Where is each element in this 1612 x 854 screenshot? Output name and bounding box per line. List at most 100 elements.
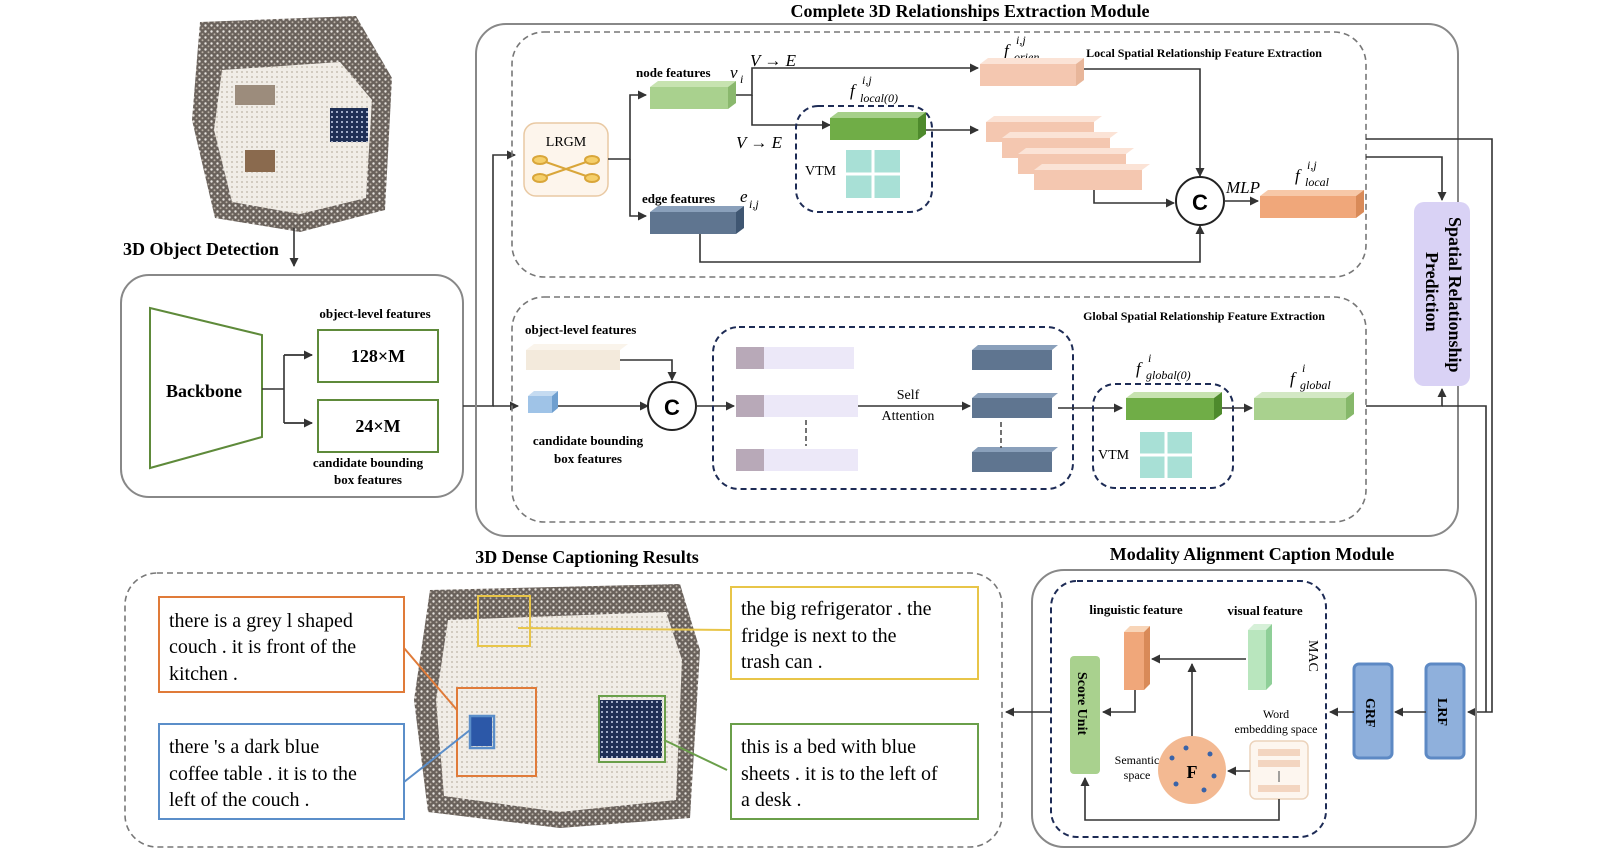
input-point-cloud xyxy=(192,16,392,232)
score-unit-label: Score Unit xyxy=(1074,672,1089,735)
couch-caption-line1: there is a grey l shaped xyxy=(169,610,353,632)
lrf-label: LRF xyxy=(1434,698,1449,726)
word-embedding-vectors xyxy=(1258,749,1300,792)
global-vtm-feature-block xyxy=(1126,392,1222,420)
visual-feature-block xyxy=(1248,624,1272,690)
table-bbox xyxy=(468,714,496,750)
global-object-level-label: object-level features xyxy=(525,322,636,337)
fridge-caption-line1: the big refrigerator . the xyxy=(741,598,932,620)
global-vtm-grid xyxy=(1140,432,1192,478)
backbone-label: Backbone xyxy=(166,381,242,401)
local-vtm-label: VTM xyxy=(805,164,837,179)
local-vtm-grid xyxy=(846,150,900,198)
mac-label: MAC xyxy=(1305,640,1320,672)
f-global0-sub: global(0) xyxy=(1146,368,1191,382)
f-global-sup: i xyxy=(1302,361,1305,375)
f-orien-sym: f xyxy=(1004,41,1011,60)
local-section-title: Local Spatial Relationship Feature Extra… xyxy=(1086,46,1322,60)
bed-pointer xyxy=(663,739,728,771)
semantic-label-2: space xyxy=(1124,768,1151,782)
feature-24-box xyxy=(317,399,439,453)
complete-module-box xyxy=(475,23,1459,537)
prediction-label-2: Prediction xyxy=(1422,252,1442,332)
couch-caption-line3: kitchen . xyxy=(169,663,238,685)
node-sym: v xyxy=(730,63,738,82)
edge-feature-block xyxy=(650,206,744,234)
global-output-block xyxy=(1254,392,1354,420)
linguistic-feature-label: linguistic feature xyxy=(1089,602,1183,617)
f-orien-sup: i,j xyxy=(1016,33,1026,47)
results-title: 3D Dense Captioning Results xyxy=(475,547,699,567)
f-global0-sup: i xyxy=(1148,351,1151,365)
lrf-box xyxy=(1424,662,1466,760)
bed-caption-line1: this is a bed with blue xyxy=(741,736,916,758)
bed-caption-box xyxy=(730,723,979,820)
v-to-e-mid: V → E xyxy=(736,133,783,152)
couch-caption-line2: couch . it is front of the xyxy=(169,636,356,658)
fridge-pointer xyxy=(517,627,731,631)
linguistic-feature-block xyxy=(1124,626,1150,690)
couch-caption-box xyxy=(158,596,405,693)
backbone-trapezoid xyxy=(149,306,263,470)
v-to-e-top: V → E xyxy=(750,51,797,70)
table-caption-line3: left of the couch . xyxy=(169,789,310,811)
local-vtm-frame xyxy=(795,105,933,213)
f-local-sym: f xyxy=(1295,166,1302,185)
global-concat-label: C xyxy=(664,395,680,420)
grf-label: GRF xyxy=(1362,698,1377,728)
candidate-bbox-label-2: box features xyxy=(334,472,402,487)
couch-bbox xyxy=(456,687,537,777)
f-global0-sym: f xyxy=(1136,359,1143,378)
word-embedding-label-1: Word xyxy=(1263,707,1289,721)
attention-output-blocks xyxy=(972,345,1058,472)
prediction-label-1: Spatial Relationship xyxy=(1445,217,1465,373)
mac-frame xyxy=(1050,580,1327,838)
node-sub: i xyxy=(740,72,743,86)
edge-sub: i,j xyxy=(749,197,759,211)
score-unit-box[interactable] xyxy=(1070,656,1100,774)
mac-module-title: Modality Alignment Caption Module xyxy=(1110,544,1395,564)
local-output-block xyxy=(1260,190,1364,218)
f-local-sup: i,j xyxy=(1307,158,1317,172)
bed-caption-line2: sheets . it is to the left of xyxy=(741,763,938,785)
stacked-pair-features xyxy=(986,116,1150,190)
global-candidate-label-1: candidate bounding xyxy=(533,433,644,448)
feature-128-box xyxy=(317,329,439,383)
spatial-relationship-prediction-box xyxy=(1414,202,1470,386)
semantic-points xyxy=(1169,745,1217,793)
object-level-features-label: object-level features xyxy=(319,306,430,321)
fridge-caption-box xyxy=(730,586,979,680)
f-local-sub: local xyxy=(1305,175,1330,189)
candidate-bbox-label-1: candidate bounding xyxy=(313,455,424,470)
fridge-caption-line2: fridge is next to the xyxy=(741,625,897,647)
feature-24-label: 24×M xyxy=(355,416,400,436)
query-blocks xyxy=(736,347,858,471)
graph-icon xyxy=(532,155,600,183)
edge-features-label: edge features xyxy=(642,191,715,206)
table-caption-line1: there 's a dark blue xyxy=(169,736,319,758)
semantic-label-1: Semantic xyxy=(1115,753,1160,767)
feature-128-label: 128×M xyxy=(351,346,405,366)
fridge-caption-line3: trash can . xyxy=(741,651,823,673)
detection-box xyxy=(120,274,464,498)
visual-feature-label: visual feature xyxy=(1227,603,1302,618)
self-attention-label-2: Attention xyxy=(882,409,935,424)
global-candidate-label-2: box features xyxy=(554,451,622,466)
f-label: F xyxy=(1187,762,1198,782)
local-section-box xyxy=(511,31,1367,278)
complete-module-title: Complete 3D Relationships Extraction Mod… xyxy=(791,1,1150,21)
mlp-label: MLP xyxy=(1225,178,1260,197)
self-attention-label-1: Self xyxy=(897,388,920,403)
f-local0-sup: i,j xyxy=(862,73,872,87)
bed-bbox xyxy=(598,695,666,763)
node-features-label: node features xyxy=(636,65,711,80)
edge-sym: e xyxy=(740,187,748,206)
detection-title: 3D Object Detection xyxy=(123,239,279,259)
table-caption-line2: coffee table . it is to the xyxy=(169,763,357,785)
global-vtm-frame xyxy=(1092,383,1234,489)
couch-pointer xyxy=(403,647,458,711)
results-box xyxy=(124,572,1003,848)
table-caption-box xyxy=(158,723,405,820)
grf-box xyxy=(1352,662,1394,760)
